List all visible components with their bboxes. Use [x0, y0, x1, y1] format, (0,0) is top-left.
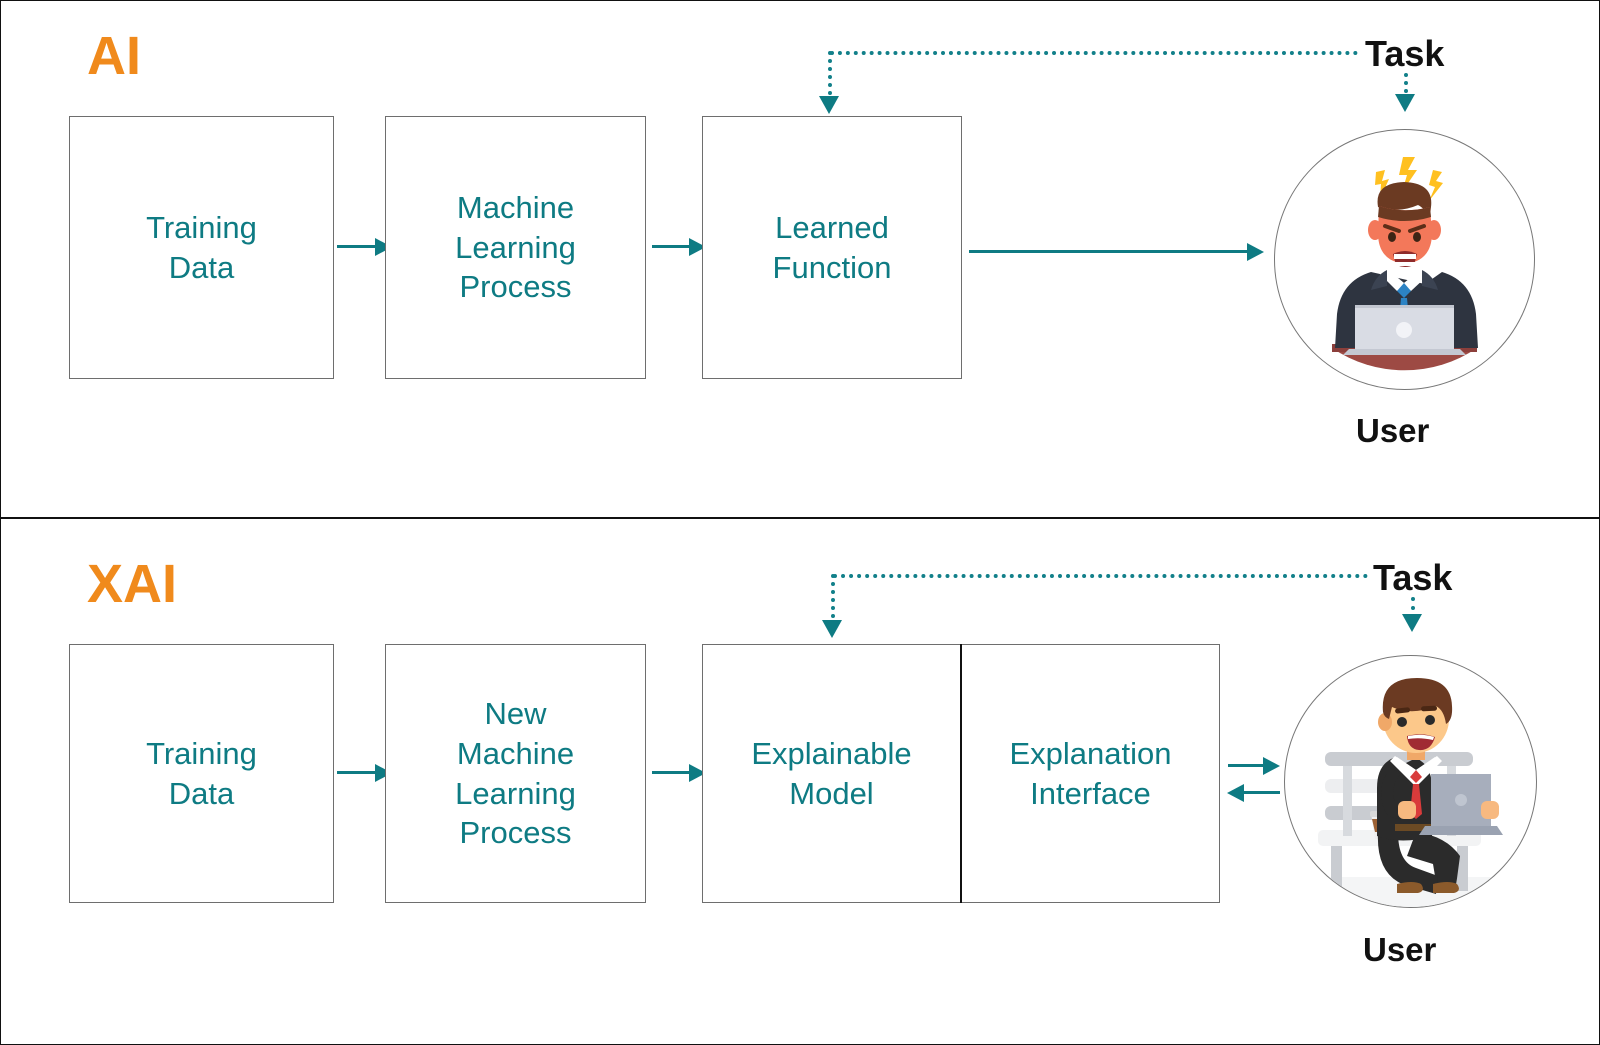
section-label-ai: AI	[87, 26, 141, 86]
dotted-task-to-user-ai	[1404, 73, 1408, 101]
box-line: Explainable	[751, 735, 912, 771]
box-line: Process	[459, 269, 572, 305]
box-line: Learning	[455, 775, 576, 811]
box-new-machine-learning-process-xai: New Machine Learning Process	[385, 644, 646, 903]
avatar-happy-user	[1284, 655, 1537, 908]
box-line: Machine	[456, 735, 575, 771]
box-explainable-model-xai: Explainable Model	[702, 644, 961, 903]
arrow-head-icon	[819, 96, 839, 114]
box-line: Function	[772, 249, 892, 285]
user-label-xai: User	[1363, 931, 1437, 968]
arrow-head-icon	[822, 620, 842, 638]
box-line: Data	[168, 775, 235, 811]
arrow-head-icon	[689, 764, 706, 782]
arrow-training-to-ml-ai	[337, 245, 379, 248]
box-learned-function-ai: Learned Function	[702, 116, 962, 379]
arrow-newml-to-explainable-xai	[652, 771, 692, 774]
arrow-head-icon	[1395, 94, 1415, 112]
arrow-head-icon	[1227, 784, 1244, 802]
box-explanation-interface-xai: Explanation Interface	[961, 644, 1220, 903]
box-line: Learned	[775, 209, 889, 245]
happy-user-icon	[1305, 678, 1516, 907]
box-line: Explanation	[1009, 735, 1172, 771]
dotted-task-drop-xai	[831, 574, 835, 626]
user-label-ai: User	[1356, 412, 1430, 449]
dotted-task-line-xai	[833, 574, 1368, 578]
box-line: Training	[146, 735, 257, 771]
box-line: Model	[789, 775, 874, 811]
box-line: Learning	[455, 229, 576, 265]
dotted-task-drop-ai	[828, 51, 832, 103]
box-line: Training	[146, 209, 257, 245]
avatar-frustrated-user	[1274, 129, 1535, 390]
box-line: Interface	[1030, 775, 1151, 811]
task-label-ai: Task	[1365, 33, 1445, 74]
box-line: New	[484, 696, 547, 732]
task-label-xai: Task	[1373, 557, 1453, 598]
arrow-training-to-newml-xai	[337, 771, 379, 774]
arrow-ml-to-learned-ai	[652, 245, 692, 248]
arrow-head-icon	[1247, 243, 1264, 261]
arrow-user-to-interface-xai	[1241, 791, 1280, 794]
section-divider	[1, 517, 1599, 519]
box-pair-divider	[960, 644, 962, 903]
arrow-head-icon	[1402, 614, 1422, 632]
dotted-task-to-user-xai	[1411, 597, 1415, 619]
box-line: Machine	[456, 189, 575, 225]
frustrated-user-icon	[1332, 157, 1478, 371]
arrow-interface-to-user-xai	[1228, 764, 1267, 767]
arrow-head-icon	[1263, 757, 1280, 775]
section-label-xai: XAI	[87, 554, 178, 614]
box-training-data-xai: Training Data	[69, 644, 334, 903]
arrow-head-icon	[689, 238, 706, 256]
dotted-task-line-ai	[830, 51, 1358, 55]
box-training-data-ai: Training Data	[69, 116, 334, 379]
box-line: Process	[459, 815, 572, 851]
box-line: Data	[168, 249, 235, 285]
arrow-learned-to-user-ai	[969, 250, 1249, 253]
box-machine-learning-process-ai: Machine Learning Process	[385, 116, 646, 379]
